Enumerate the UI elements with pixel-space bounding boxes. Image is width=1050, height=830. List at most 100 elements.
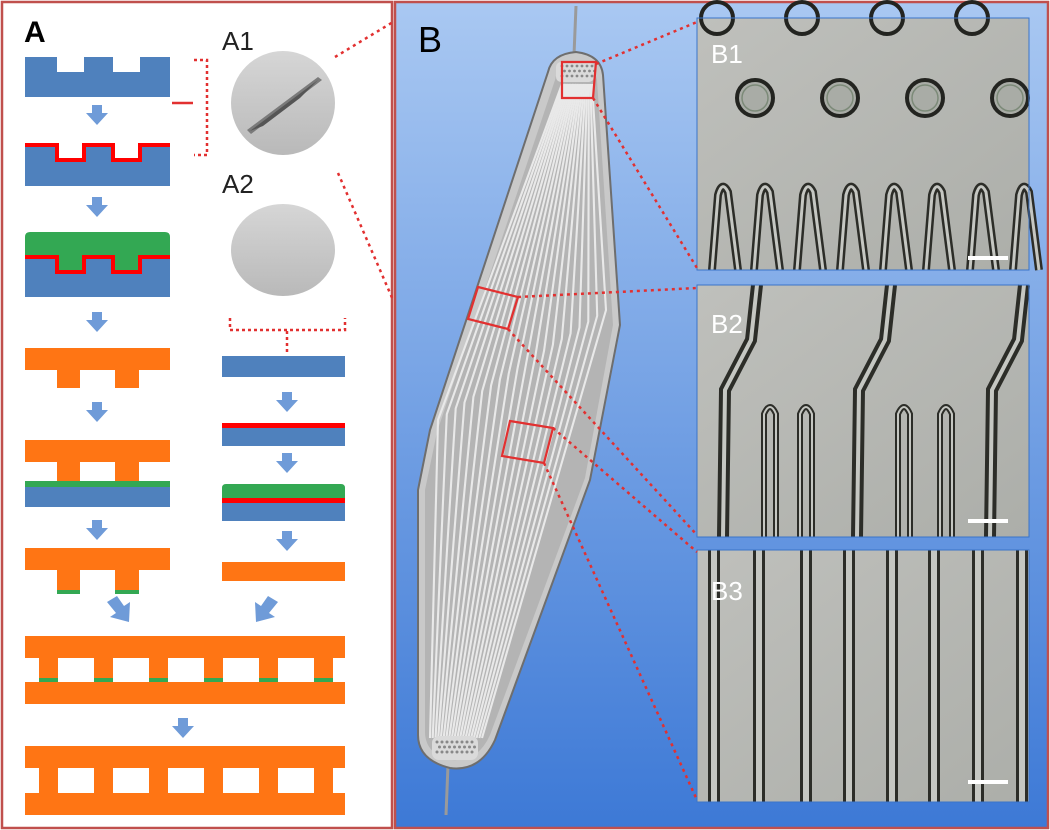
pillar — [585, 64, 589, 68]
pdms-layer — [25, 440, 170, 481]
disc-with-defect — [231, 51, 335, 155]
micro-channel-inner — [752, 185, 782, 271]
green-fill-layer — [25, 481, 170, 487]
pillar — [473, 745, 476, 749]
pillar — [570, 74, 574, 78]
micro-pillar-ring — [826, 84, 854, 112]
micro-pillar-ring — [741, 84, 769, 112]
scale-bar-icon — [968, 519, 1008, 523]
pillar — [470, 740, 474, 744]
micro-channel-inner — [855, 284, 893, 538]
red-release-layer — [222, 423, 345, 428]
pillar — [460, 740, 464, 744]
channel — [448, 83, 575, 739]
silicon-mold — [25, 257, 170, 297]
panel-b: B B1 — [393, 0, 1050, 830]
pillar — [588, 69, 591, 73]
channel — [464, 83, 584, 739]
diagonal-arrow-icon — [107, 596, 130, 622]
channel — [480, 83, 608, 739]
red-release-layer — [25, 255, 170, 274]
microfluidic-device — [417, 5, 622, 816]
zoom-connector — [336, 172, 395, 301]
red-release-layer — [222, 498, 345, 503]
pillar — [465, 750, 469, 754]
micro-channel-inner — [968, 185, 998, 271]
micro-channel-inner — [721, 284, 759, 538]
channel — [434, 83, 567, 739]
dotted-bracket — [228, 318, 347, 332]
pillar — [455, 750, 459, 754]
pillar — [580, 64, 584, 68]
green-fill-layer — [115, 590, 139, 594]
channel — [456, 83, 579, 739]
channel — [431, 83, 565, 739]
micrograph-b1-label: B1 — [711, 39, 743, 69]
micro-channel-inner — [763, 406, 777, 537]
channel — [453, 83, 578, 739]
channel — [461, 83, 582, 739]
scale-bar-icon — [968, 256, 1008, 260]
channel — [439, 83, 570, 739]
pillar — [565, 74, 569, 78]
diagonal-arrow-icon — [255, 596, 278, 622]
cut-slot-shadow — [250, 80, 318, 131]
pillar — [580, 74, 584, 78]
channel — [470, 83, 587, 739]
dotted-bracket — [194, 58, 209, 157]
micro-pillar-ring — [911, 84, 939, 112]
pillar — [465, 740, 469, 744]
micro-channel-inner — [881, 185, 911, 271]
pillar — [440, 740, 444, 744]
pillar — [590, 64, 594, 68]
micrograph-b2: B2 — [696, 284, 1030, 538]
pillar — [463, 745, 466, 749]
pillar — [573, 69, 576, 73]
pillar — [445, 750, 449, 754]
micro-channel-inner — [1019, 550, 1025, 802]
channel — [437, 83, 568, 739]
pillar-array — [560, 64, 596, 78]
micro-channel-inner — [838, 185, 868, 271]
channel — [472, 83, 589, 739]
micro-channel-inner — [988, 284, 1026, 538]
micro-channel-inner — [931, 550, 937, 802]
pdms-layer — [25, 348, 170, 388]
channel — [450, 83, 576, 739]
micro-channel-inner — [924, 185, 954, 271]
green-fill-layer — [222, 484, 345, 498]
pillar — [450, 740, 454, 744]
pillar — [575, 64, 579, 68]
pillar — [575, 74, 579, 78]
pillar-array — [435, 740, 476, 754]
pillar — [585, 74, 589, 78]
pillar — [445, 740, 449, 744]
pillar — [470, 750, 474, 754]
micro-pillar-ring — [996, 84, 1024, 112]
pdms-layer — [25, 548, 170, 590]
micrograph-b2-label: B2 — [711, 309, 743, 339]
silicon-wafer — [222, 428, 345, 446]
micro-channel-inner — [803, 550, 809, 802]
pillar — [435, 750, 439, 754]
panel-a-label: A — [24, 16, 46, 49]
channel — [478, 83, 599, 739]
micro-channel-inner — [711, 550, 717, 802]
micro-channel-inner — [795, 185, 825, 271]
channel — [475, 83, 590, 739]
panel-a: A A1 A2 — [0, 0, 394, 830]
pillar — [443, 745, 446, 749]
pillar — [453, 745, 456, 749]
inset-a2-label: A2 — [222, 169, 254, 199]
zoom-connectors — [507, 20, 699, 801]
red-release-layer — [25, 143, 170, 162]
micro-channel-inner — [756, 550, 762, 802]
zoom-connector — [334, 20, 394, 59]
micrograph-b1: B1 — [696, 0, 1043, 271]
pillar — [583, 69, 586, 73]
pillar — [458, 745, 461, 749]
coated-mold — [25, 145, 170, 186]
micro-channel-inner — [799, 406, 813, 537]
